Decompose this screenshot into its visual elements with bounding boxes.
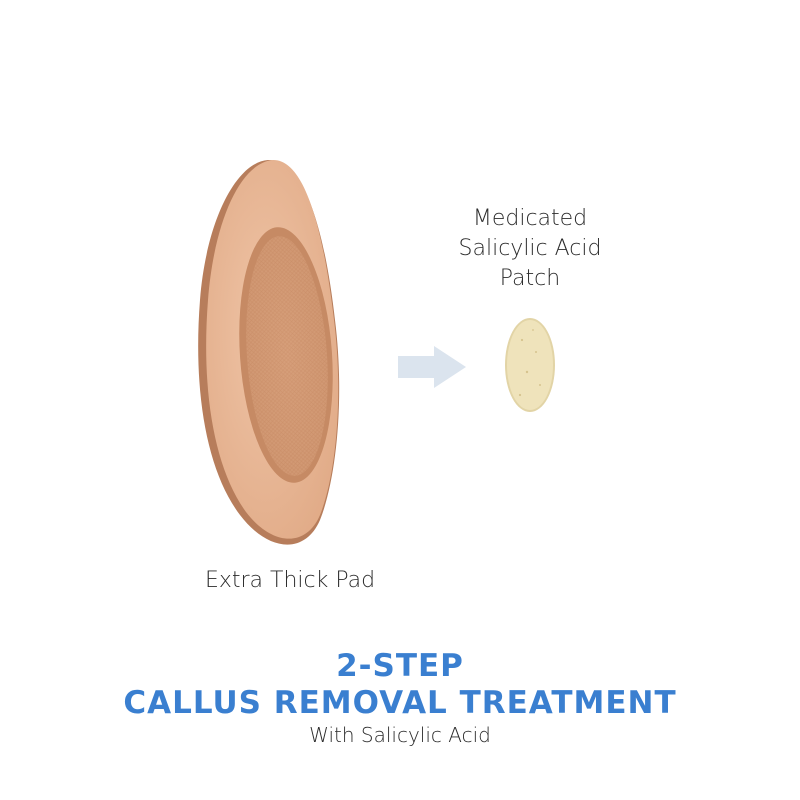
- extra-thick-pad: [198, 159, 340, 545]
- patch-label-line-2: Salicylic Acid: [458, 236, 602, 261]
- pad-inner-highlight: [246, 236, 328, 476]
- right-arrow-icon: [398, 346, 466, 388]
- pad-label: Extra Thick Pad: [204, 568, 376, 593]
- headline: 2-STEP CALLUS REMOVAL TREATMENT With Sal…: [0, 648, 800, 748]
- patch-label-line-1: Medicated: [472, 206, 588, 231]
- patch-label: Medicated Salicylic Acid Patch: [420, 204, 640, 294]
- headline-title: CALLUS REMOVAL TREATMENT: [123, 685, 677, 721]
- patch-label-line-3: Patch: [499, 266, 561, 291]
- headline-subtitle: With Salicylic Acid: [309, 723, 491, 747]
- headline-step: 2-STEP: [336, 648, 464, 684]
- medicated-patch: [505, 318, 555, 412]
